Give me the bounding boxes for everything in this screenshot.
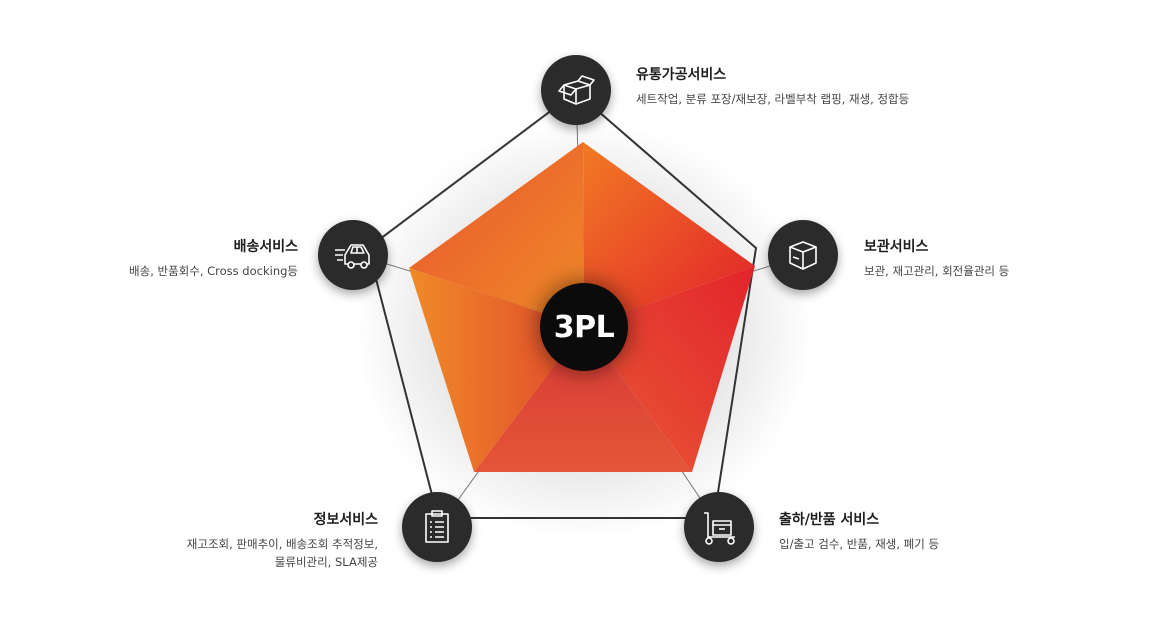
processing-service-label: 유통가공서비스 세트작업, 분류 포장/재보장, 라벨부착 랩핑, 재생, 정합…: [636, 64, 909, 108]
information-service-label: 정보서비스 재고조회, 판매추이, 배송조회 추적정보, 물류비관리, SLA제…: [160, 509, 378, 571]
delivery-service-label: 배송서비스 배송, 반품회수, Cross docking등: [100, 236, 298, 280]
petal-top-right: [583, 142, 755, 327]
petal-bottom: [474, 327, 692, 472]
information-service-desc-line2: 물류비관리, SLA제공: [274, 555, 378, 569]
shipping-service-node: [684, 492, 754, 562]
storage-service-title: 보관서비스: [864, 239, 929, 255]
hand-truck-icon: [704, 512, 735, 545]
storage-service-label: 보관서비스 보관, 재고관리, 회전율관리 등: [864, 236, 1009, 280]
center-3pl-badge: 3PL: [540, 283, 628, 371]
delivery-service-title: 배송서비스: [233, 239, 298, 255]
information-service-node: [402, 492, 472, 562]
delivery-service-desc: 배송, 반품회수, Cross docking등: [129, 264, 298, 278]
petal-top-left: [409, 142, 584, 327]
delivery-service-node: [318, 220, 388, 290]
shipping-service-title: 출하/반품 서비스: [779, 512, 880, 528]
storage-service-desc: 보관, 재고관리, 회전율관리 등: [864, 264, 1010, 278]
processing-service-desc: 세트작업, 분류 포장/재보장, 라벨부착 랩핑, 재생, 정합등: [636, 92, 910, 106]
box-icon: [789, 241, 817, 270]
outer-pentagon: [366, 90, 758, 519]
information-service-desc-line1: 재고조회, 판매추이, 배송조회 추적정보,: [186, 537, 378, 551]
clipboard-icon: [425, 510, 449, 543]
shipping-service-desc: 입/출고 검수, 반품, 재생, 폐기 등: [779, 537, 940, 551]
open-box-icon: [558, 75, 595, 105]
processing-service-node: [541, 55, 611, 125]
delivery-truck-icon: [335, 244, 370, 269]
shipping-service-label: 출하/반품 서비스 입/출고 검수, 반품, 재생, 폐기 등: [779, 509, 939, 553]
information-service-title: 정보서비스: [313, 512, 378, 528]
processing-service-title: 유통가공서비스: [636, 67, 727, 83]
storage-service-node: [768, 220, 838, 290]
